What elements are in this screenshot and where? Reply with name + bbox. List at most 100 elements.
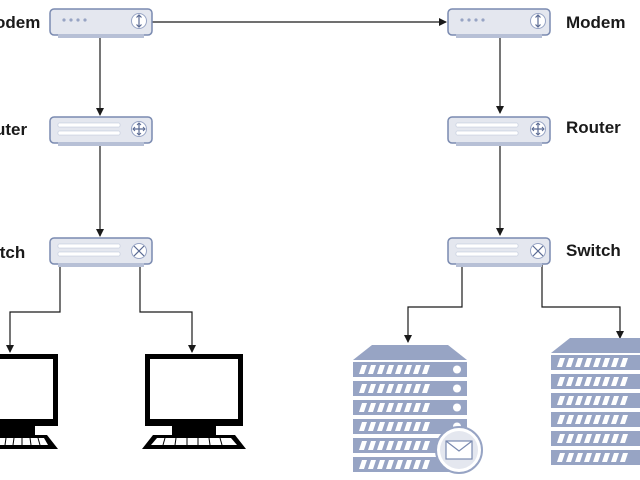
server-slot — [575, 453, 583, 462]
server-rack-icon — [353, 345, 467, 472]
server-slot — [386, 384, 394, 393]
server-slot — [413, 422, 421, 431]
server-slot — [575, 396, 583, 405]
server-slot — [566, 415, 574, 424]
server-slot — [611, 415, 619, 424]
server-slot — [620, 358, 628, 367]
server-slot — [593, 377, 601, 386]
server-slot — [413, 460, 421, 469]
server-slot — [395, 422, 403, 431]
server-slot — [386, 422, 394, 431]
server-slot — [557, 377, 565, 386]
server-slot — [602, 396, 610, 405]
server-slot — [368, 365, 376, 374]
server-slot — [620, 377, 628, 386]
computer-1 — [0, 354, 58, 449]
server-led — [453, 403, 461, 412]
server-slot — [413, 365, 421, 374]
server-slot — [593, 358, 601, 367]
server-slot — [611, 396, 619, 405]
server-slot — [620, 415, 628, 424]
connector-left-switch-to-computer-1 — [6, 265, 61, 353]
server-slot — [395, 403, 403, 412]
server-slot — [422, 460, 430, 469]
server-slot — [386, 460, 394, 469]
server-1 — [353, 345, 483, 474]
server-slot — [602, 434, 610, 443]
server-slot — [584, 358, 592, 367]
connector-right-switch-to-server-1 — [404, 265, 463, 343]
server-slot — [557, 453, 565, 462]
server-slot — [368, 384, 376, 393]
server-slot — [566, 358, 574, 367]
server-slot — [611, 358, 619, 367]
server-slot — [404, 422, 412, 431]
server-slot — [611, 453, 619, 462]
monitor-icon — [142, 354, 246, 449]
computer-2 — [142, 354, 246, 449]
server-slot — [575, 358, 583, 367]
server-slot — [557, 415, 565, 424]
server-slot — [602, 415, 610, 424]
server-slot — [593, 434, 601, 443]
server-slot — [368, 403, 376, 412]
server-slot — [377, 422, 385, 431]
left-router — [49, 116, 153, 146]
server-slot — [404, 460, 412, 469]
server-slot — [602, 377, 610, 386]
server-slot — [557, 358, 565, 367]
server-slot — [557, 396, 565, 405]
server-slot — [395, 460, 403, 469]
server-slot — [557, 434, 565, 443]
server-slot — [575, 377, 583, 386]
server-slot — [584, 453, 592, 462]
right-router — [447, 116, 551, 146]
server-slot — [377, 365, 385, 374]
connector-right-switch-to-server-2 — [541, 265, 624, 339]
server-slot — [377, 403, 385, 412]
server-led — [453, 384, 461, 393]
server-slot — [575, 415, 583, 424]
server-slot — [386, 365, 394, 374]
connectors — [6, 18, 624, 353]
right-switch — [447, 237, 551, 267]
server-slot — [404, 403, 412, 412]
server-slot — [566, 377, 574, 386]
server-slot — [620, 396, 628, 405]
server-slot — [422, 365, 430, 374]
server-slot — [359, 384, 367, 393]
right-modem — [447, 8, 551, 38]
server-slot — [611, 377, 619, 386]
server-slot — [566, 434, 574, 443]
server-slot — [602, 453, 610, 462]
server-slot — [413, 441, 421, 450]
server-slot — [422, 441, 430, 450]
server-slot — [404, 365, 412, 374]
right-switch-label: Switch — [566, 241, 621, 260]
server-slot — [368, 460, 376, 469]
server-slot — [620, 453, 628, 462]
server-slot — [593, 396, 601, 405]
server-slot — [593, 415, 601, 424]
server-slot — [413, 403, 421, 412]
server-slot — [359, 460, 367, 469]
server-slot — [377, 384, 385, 393]
right-router-label: Router — [566, 118, 621, 137]
server-slot — [368, 441, 376, 450]
server-slot — [575, 434, 583, 443]
server-led — [453, 365, 461, 374]
left-router-label: uter — [0, 120, 28, 139]
server-slot — [377, 441, 385, 450]
server-slot — [359, 422, 367, 431]
server-slot — [422, 422, 430, 431]
switch-icon — [530, 243, 546, 259]
server-slot — [359, 441, 367, 450]
server-slot — [395, 441, 403, 450]
server-slot — [404, 384, 412, 393]
server-slot — [359, 403, 367, 412]
switch-icon — [131, 243, 147, 259]
server-slot — [611, 434, 619, 443]
server-slot — [584, 377, 592, 386]
server-slot — [368, 422, 376, 431]
server-slot — [602, 358, 610, 367]
